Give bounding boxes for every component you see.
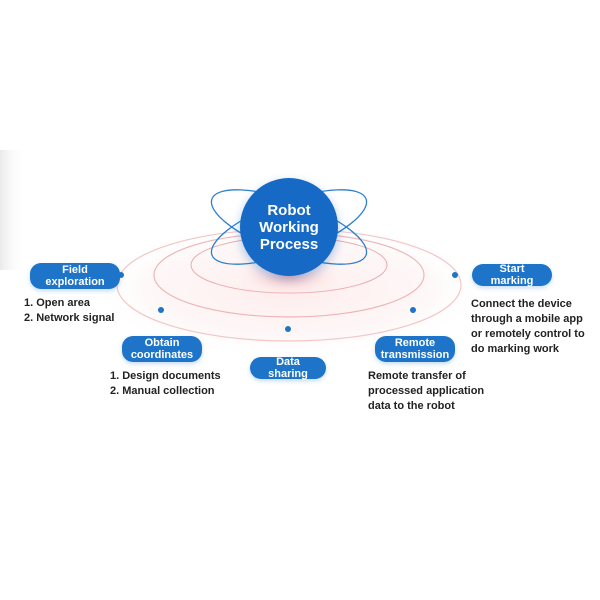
detail-line: 1. Open area [24,297,91,309]
detail-line: 2. Manual collection [110,385,215,397]
step-label-line: Remote [394,337,436,349]
detail-line: or remotely control to [471,328,585,340]
step-pill-data-sharing: Data sharing [250,356,326,380]
step-label-line: Field [62,264,88,276]
step-label-line: Start marking [490,263,534,287]
detail-line: data to the robot [368,400,455,412]
step-details-field-exploration: 1. Open area 2. Network signal [24,296,114,326]
node-dot-obtain-coordinates [158,307,164,313]
center-title-line-1: Robot [267,201,311,219]
detail-line: do marking work [471,343,560,355]
center-title-circle: Robot Working Process [240,178,338,276]
step-details-remote-transmission: Remote transfer of processed application… [368,369,484,414]
detail-line: through a mobile app [471,313,583,325]
step-label-line: Obtain [144,337,180,349]
step-label-line: Data sharing [268,356,308,380]
step-pill-field-exploration: Field exploration [30,263,120,289]
step-label-line: exploration [45,276,105,288]
center-title-line-3: Process [259,235,319,253]
left-edge-shade [0,150,26,270]
detail-line: Remote transfer of [368,370,466,382]
detail-line: processed application [368,385,485,397]
center-title-line-2: Working [259,218,319,236]
step-label-line: transmission [380,349,450,361]
detail-line: Connect the device [471,298,572,310]
step-pill-obtain-coordinates: Obtain coordinates [122,336,202,362]
step-label-line: coordinates [130,349,194,361]
node-dot-start-marking [452,272,458,278]
node-dot-remote-transmission [410,307,416,313]
step-pill-start-marking: Start marking [472,263,552,287]
detail-line: 2. Network signal [24,312,115,324]
node-dot-data-sharing [285,326,291,332]
step-details-start-marking: Connect the device through a mobile app … [471,297,585,357]
step-details-obtain-coordinates: 1. Design documents 2. Manual collection [110,369,221,399]
step-pill-remote-transmission: Remote transmission [375,336,455,362]
detail-line: 1. Design documents [110,370,221,382]
